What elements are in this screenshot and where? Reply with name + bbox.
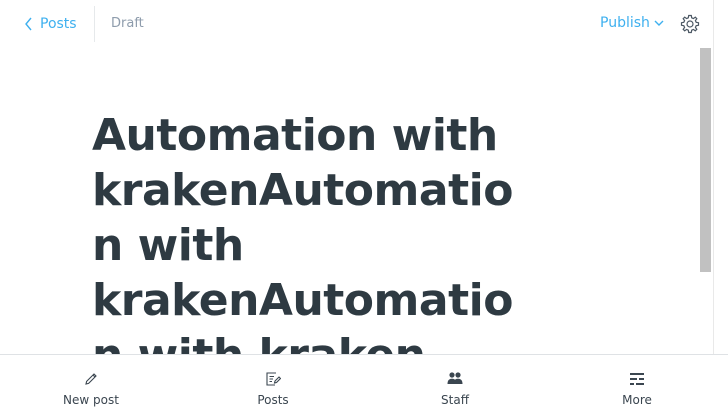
header-divider [94,6,95,42]
nav-more-label: More [622,393,652,407]
nav-new-post[interactable]: New post [0,355,182,418]
bottom-navigation: New post Posts Staff More [0,354,728,418]
chevron-down-icon [654,15,664,31]
scrollbar-thumb[interactable] [700,48,711,272]
staff-icon [446,369,464,389]
post-title-field[interactable]: Automation with krakenAutomation with kr… [92,110,513,354]
publish-label: Publish [600,15,650,31]
editor-header: Posts Draft Publish [0,0,700,48]
back-to-posts-link[interactable]: Posts [24,14,77,34]
nav-more[interactable]: More [546,355,728,418]
post-status: Draft [111,16,144,31]
document-edit-icon [265,369,281,389]
pencil-icon [84,369,98,389]
nav-posts[interactable]: Posts [182,355,364,418]
publish-menu-button[interactable]: Publish [600,15,664,31]
menu-icon [629,369,645,389]
chevron-left-icon [24,17,34,31]
nav-new-post-label: New post [63,393,119,407]
nav-staff[interactable]: Staff [364,355,546,418]
settings-gear-icon[interactable] [680,14,700,34]
nav-staff-label: Staff [441,393,469,407]
back-link-label: Posts [40,16,77,32]
nav-posts-label: Posts [257,393,289,407]
scrollbar-border [713,0,714,354]
scroll-down-arrow-icon[interactable] [717,348,725,363]
post-editor: Automation with krakenAutomation with kr… [0,48,698,354]
